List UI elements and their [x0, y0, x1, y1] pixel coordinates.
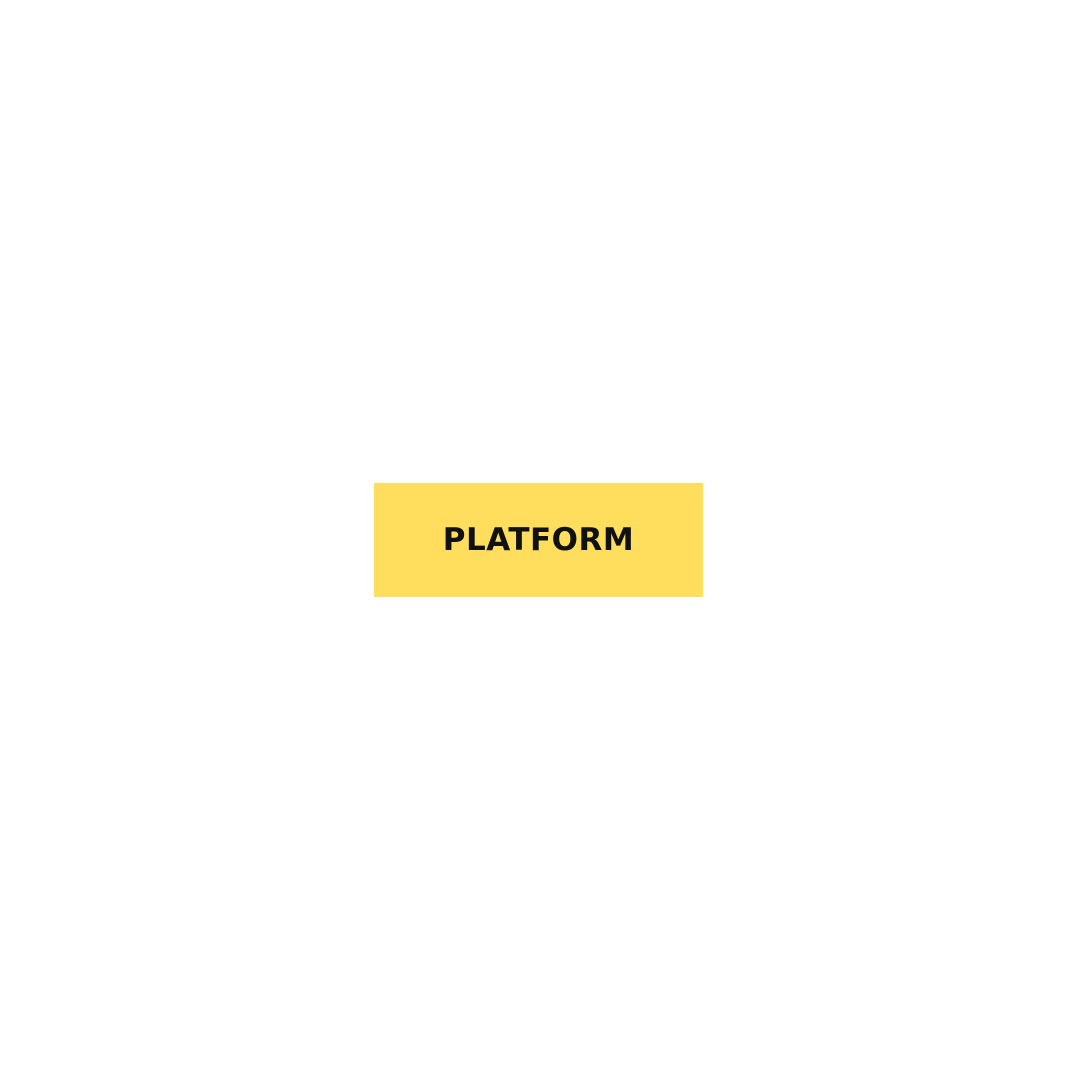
platform-button[interactable]: PLATFORM	[374, 483, 703, 597]
platform-label: PLATFORM	[442, 521, 635, 558]
